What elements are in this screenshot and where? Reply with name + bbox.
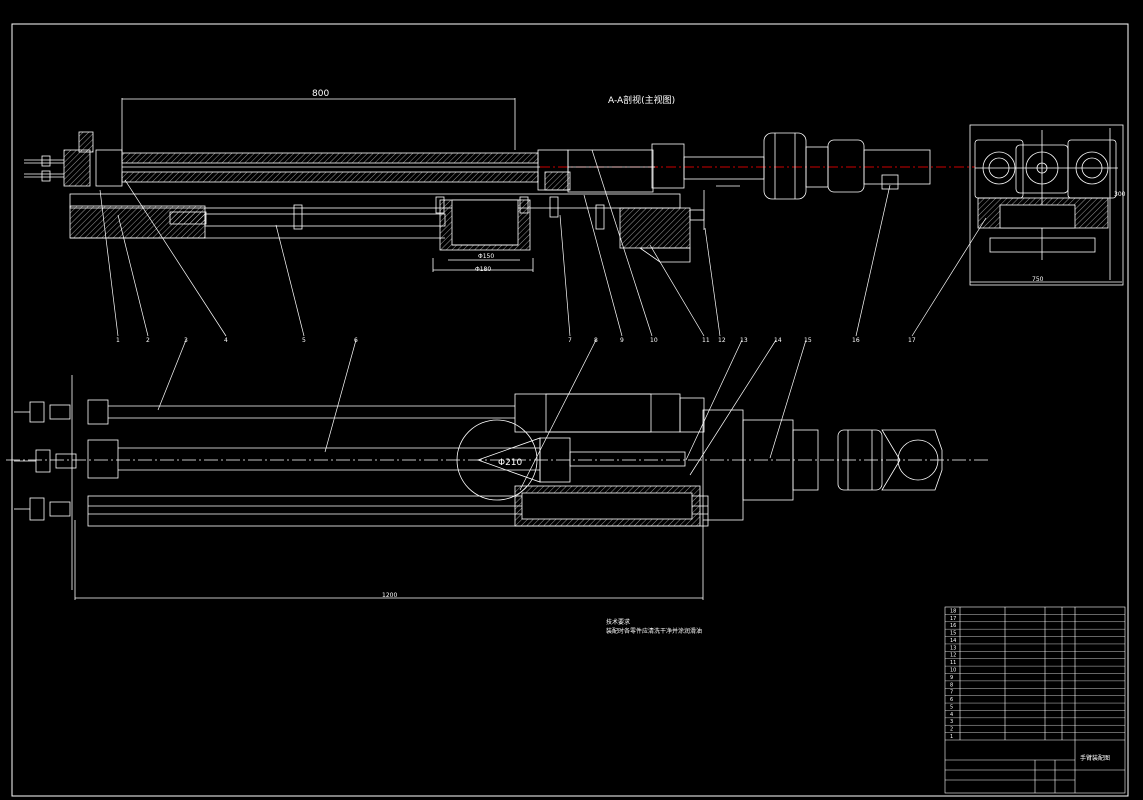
notes-title: 技术要求 [606, 618, 630, 626]
title-block-row-number: 13 [950, 645, 956, 651]
title-block-row-number: 9 [950, 675, 953, 681]
callout-15: 15 [804, 337, 812, 344]
title-block-row-number: 14 [950, 638, 956, 644]
part-callouts: 1 2 3 4 5 6 7 8 9 10 11 12 13 14 15 16 1… [116, 337, 916, 344]
callout-2: 2 [146, 337, 150, 344]
title-block-row-number: 11 [950, 660, 956, 666]
callout-3: 3 [184, 337, 188, 344]
plan-view [6, 375, 990, 600]
dim-top-length: 800 [312, 89, 329, 99]
title-block-row-number: 15 [950, 631, 956, 637]
callout-7: 7 [568, 337, 572, 344]
callout-6: 6 [354, 337, 358, 344]
callout-17: 17 [908, 337, 916, 344]
title-block-row-number: 16 [950, 623, 956, 629]
callout-13: 13 [740, 337, 748, 344]
callout-5: 5 [302, 337, 306, 344]
dim-base-width: Φ180 [475, 266, 491, 273]
title-block-row-number: 10 [950, 668, 956, 674]
callout-1: 1 [116, 337, 120, 344]
dim-side-height: 300 [1114, 191, 1126, 198]
callout-12: 12 [718, 337, 726, 344]
title-block-row-number: 7 [950, 690, 953, 696]
dim-flange-label: Φ210 [498, 458, 523, 468]
dim-side-width: 750 [1032, 276, 1044, 283]
title-block-title: 手臂装配图 [1080, 754, 1110, 762]
title-block-row-number: 12 [950, 653, 956, 659]
title-block-row-number: 18 [950, 608, 956, 614]
drawing-border [11, 23, 1129, 797]
side-view [969, 124, 1124, 286]
callout-8: 8 [594, 337, 598, 344]
title-block-row-number: 8 [950, 682, 953, 688]
callout-4: 4 [224, 337, 228, 344]
notes-line: 装配时各零件应清洗干净并涂润滑油 [606, 627, 702, 635]
callout-14: 14 [774, 337, 782, 344]
title-block-row-number: 4 [950, 712, 953, 718]
title-block-row-number: 17 [950, 616, 956, 622]
callout-10: 10 [650, 337, 658, 344]
title-block-row-number: 1 [950, 734, 953, 740]
section-view-a-a [24, 98, 975, 272]
title-block-row-number: 5 [950, 704, 953, 710]
callout-9: 9 [620, 337, 624, 344]
dim-overall-length: 1200 [382, 592, 397, 599]
callout-16: 16 [852, 337, 860, 344]
title-block-row-number: 6 [950, 697, 953, 703]
technical-notes: 技术要求 装配时各零件应清洗干净并涂润滑油 [606, 618, 702, 635]
callout-11: 11 [702, 337, 710, 344]
view-label: A-A剖视(主视图) [608, 94, 675, 106]
dim-base-bore: Φ150 [478, 253, 494, 260]
leader-lines [99, 149, 987, 491]
title-block-row-number: 3 [950, 719, 953, 725]
title-block [944, 606, 1126, 794]
title-block-row-number: 2 [950, 727, 953, 733]
